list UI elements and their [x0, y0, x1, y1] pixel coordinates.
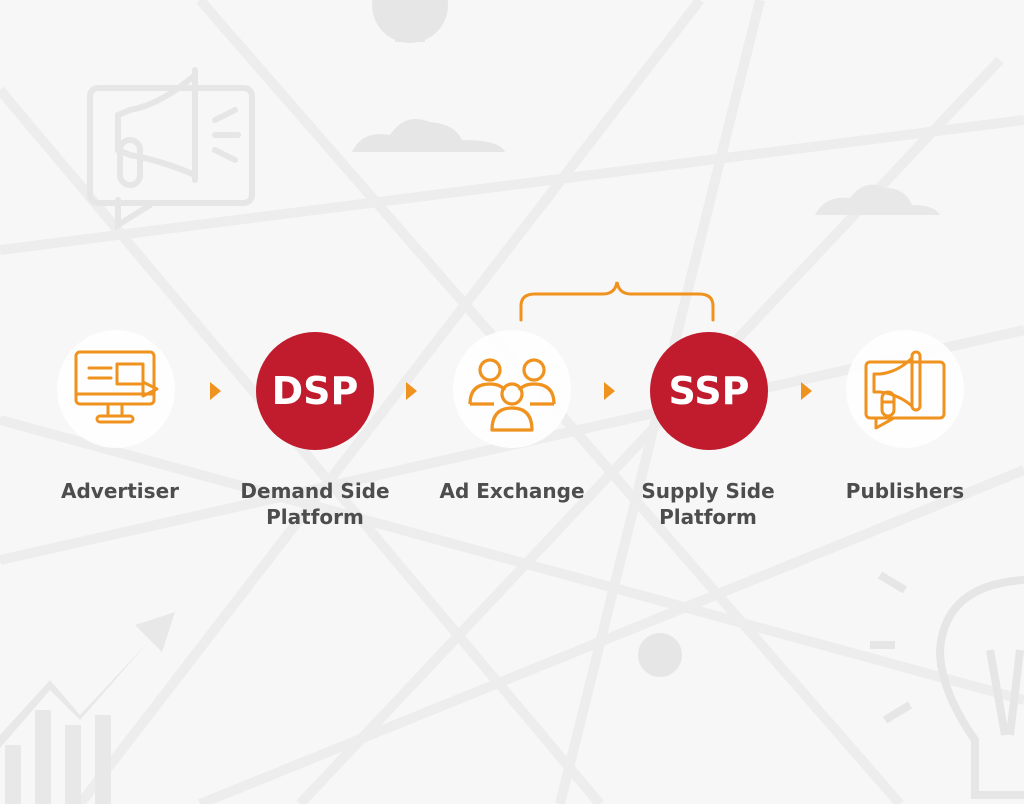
advertiser-label: Advertiser — [60, 479, 179, 503]
faded-lightbulb-icon — [870, 571, 1024, 799]
arrow-right-icon — [604, 382, 615, 400]
arrow-right-icon — [210, 382, 221, 400]
faded-growth-chart-icon — [0, 612, 175, 804]
dsp-badge-text: DSP — [271, 369, 359, 413]
megaphone-icon — [864, 350, 946, 430]
ssp-label: Supply Side Platform — [641, 479, 775, 529]
advertiser-node — [57, 330, 175, 448]
ssp-node: SSP — [650, 332, 768, 450]
people-group-icon — [468, 358, 556, 432]
arrow-right-icon — [801, 382, 812, 400]
publishers-label: Publishers — [845, 479, 965, 503]
monitor-icon — [74, 350, 159, 424]
ssp-badge-text: SSP — [668, 369, 750, 413]
faded-cloud-icon — [352, 118, 505, 152]
publishers-node — [846, 330, 964, 448]
faded-cloud-icon — [815, 184, 940, 215]
dsp-node: DSP — [256, 332, 374, 450]
faded-megaphone-icon — [87, 67, 255, 231]
arrow-right-icon — [406, 382, 417, 400]
curly-brace-icon — [519, 281, 715, 322]
ad-exchange-node — [453, 330, 571, 448]
ad-exchange-label: Ad Exchange — [439, 479, 585, 503]
faded-gear-icon — [638, 633, 682, 677]
dsp-label: Demand Side Platform — [240, 479, 390, 529]
faded-gear-icon — [372, 0, 448, 43]
